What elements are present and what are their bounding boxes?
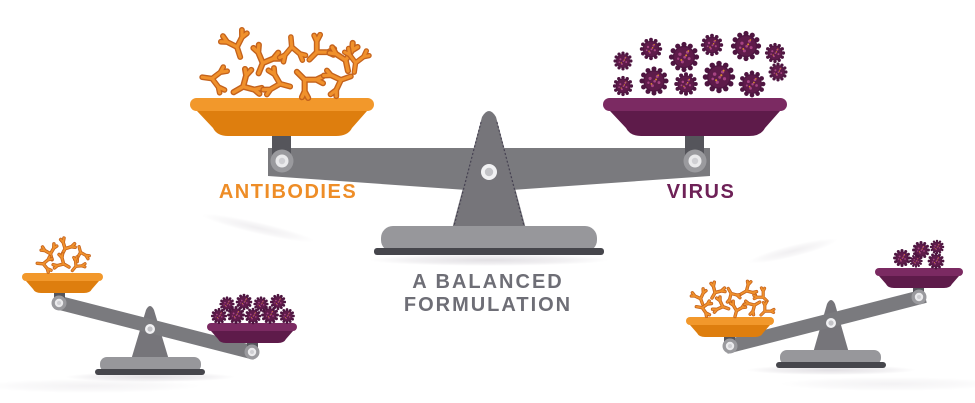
virus-icon <box>764 42 786 64</box>
antibody-pan <box>22 273 103 293</box>
virus-icon <box>278 307 296 325</box>
caption-line-2: FORMULATION <box>403 294 573 316</box>
base-bar <box>95 369 205 375</box>
pan-body <box>610 111 780 136</box>
stitch-line <box>496 121 525 227</box>
virus-icon <box>737 69 767 99</box>
pan-rim <box>875 268 963 276</box>
end-pivot-right <box>911 289 927 305</box>
end-pivot-right <box>683 149 707 173</box>
antibody-icon <box>34 253 54 275</box>
wisp <box>748 238 838 264</box>
virus-icon <box>700 33 724 57</box>
antibody-icon <box>50 250 75 276</box>
virus-cluster <box>892 239 945 270</box>
main-scale <box>190 29 788 255</box>
small-scale-right <box>686 239 963 368</box>
virus-icon <box>668 41 700 73</box>
virus-icon <box>730 30 762 62</box>
virus-pan <box>603 98 787 136</box>
virus-icon <box>768 62 788 82</box>
beam <box>54 295 257 360</box>
virus-icon <box>235 293 253 311</box>
virus-icon <box>638 65 670 97</box>
virus-label: VIRUS <box>666 181 736 203</box>
antibody-icon <box>262 67 293 100</box>
antibody-pan <box>686 317 774 337</box>
base <box>100 357 201 372</box>
pan-rim <box>686 317 774 325</box>
center-pivot <box>481 164 497 180</box>
virus-cluster <box>612 30 788 99</box>
pan-body <box>26 281 99 293</box>
virus-icon <box>927 252 945 270</box>
center-pivot <box>826 318 836 328</box>
antibodies-label: ANTIBODIES <box>218 181 358 203</box>
virus-icon <box>612 75 634 97</box>
end-pivot-left <box>270 149 294 173</box>
antibody-icon <box>65 254 89 277</box>
virus-icon <box>702 60 736 94</box>
base-bar <box>776 362 886 368</box>
pan-body <box>211 331 293 343</box>
pan-rim <box>207 323 297 331</box>
virus-icon <box>929 239 945 255</box>
pan-rim <box>190 98 374 111</box>
virus-cluster <box>210 293 296 325</box>
pan-body <box>197 111 367 136</box>
virus-pan <box>207 323 297 343</box>
wisp <box>201 213 315 243</box>
pan-body <box>690 325 770 337</box>
caption: A BALANCED FORMULATION <box>404 271 572 317</box>
antibody-icon <box>278 36 306 62</box>
virus-icon <box>269 293 287 311</box>
antibody-cluster <box>34 235 92 277</box>
virus-icon <box>673 71 699 97</box>
antibody-icon <box>200 64 227 93</box>
virus-icon <box>613 51 633 71</box>
wisp <box>780 377 975 391</box>
antibody-icon <box>287 62 326 101</box>
stitch-line <box>453 121 482 227</box>
base <box>381 226 597 252</box>
base-bar <box>374 248 604 255</box>
pan-rim <box>603 98 787 111</box>
base <box>780 350 881 365</box>
virus-icon <box>639 37 663 61</box>
antibody-cluster <box>688 278 777 322</box>
main-scale-shadow <box>369 254 609 266</box>
end-pivot-left <box>722 338 738 354</box>
antibody-pan <box>190 98 374 136</box>
virus-pan <box>875 268 963 288</box>
pan-rim <box>22 273 103 281</box>
end-pivot-left <box>51 295 67 311</box>
caption-line-1: A BALANCED <box>412 271 564 293</box>
small-scale-left <box>22 235 297 375</box>
virus-icon <box>892 248 912 268</box>
antibody-cluster <box>200 29 369 105</box>
center-pivot <box>145 324 155 334</box>
end-pivot-right <box>244 344 260 360</box>
beam <box>724 289 927 354</box>
wisp <box>0 379 200 393</box>
antibody-icon <box>219 29 253 61</box>
pan-body <box>879 276 959 288</box>
